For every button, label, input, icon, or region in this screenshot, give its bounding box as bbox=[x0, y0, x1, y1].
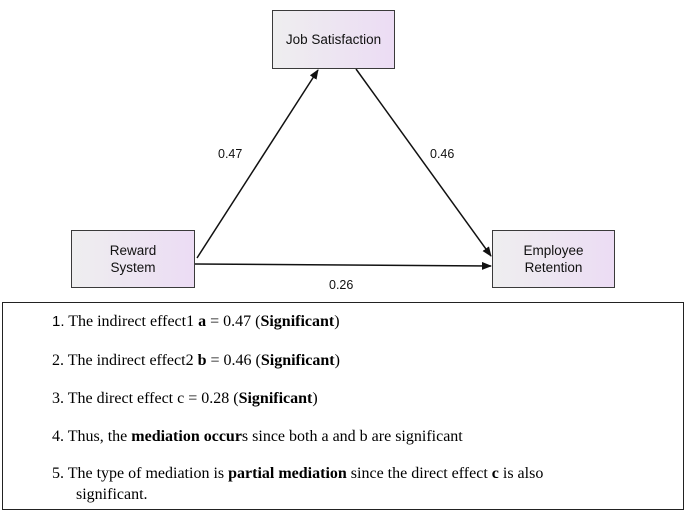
result-line-1-symbol: a bbox=[198, 313, 207, 330]
path-c-coefficient: 0.26 bbox=[329, 278, 354, 292]
result-line-2-value: = 0.46 ( bbox=[206, 352, 261, 369]
node-employee-retention-label-1: Employee bbox=[523, 243, 584, 258]
result-line-1: 1. The indirect effect1 a = 0.47 (Signif… bbox=[52, 313, 340, 331]
result-line-5-emphasis: partial mediation bbox=[228, 465, 347, 482]
node-job-satisfaction-label: Job Satisfaction bbox=[285, 32, 382, 47]
result-line-1-text: The indirect effect1 bbox=[64, 313, 199, 330]
node-employee-retention-label-2: Retention bbox=[524, 260, 583, 275]
node-reward-system-label-1: Reward bbox=[109, 243, 157, 258]
result-line-5-text: 5. The type of mediation is bbox=[52, 465, 229, 482]
mediation-diagram: Job Satisfaction Reward System Employee … bbox=[71, 10, 615, 292]
result-line-3-close: ) bbox=[312, 390, 318, 407]
arrow-reward-to-employee bbox=[194, 261, 492, 270]
result-line-2-close: ) bbox=[334, 352, 340, 369]
node-job-satisfaction: Job Satisfaction bbox=[272, 10, 395, 69]
result-line-5-continuation: significant. bbox=[76, 486, 148, 503]
result-line-4: 4. Thus, the mediation occurs since both… bbox=[52, 428, 463, 446]
result-line-5-rest: is also bbox=[498, 465, 544, 482]
result-line-4-emphasis: mediation occur bbox=[131, 428, 242, 445]
arrow-job-to-employee bbox=[355, 68, 492, 257]
diagram-arrows bbox=[194, 68, 492, 270]
result-line-3-text: 3. The direct effect c = 0.28 ( bbox=[52, 390, 239, 407]
path-b-coefficient: 0.46 bbox=[430, 147, 455, 161]
node-employee-retention: Employee Retention bbox=[492, 230, 615, 288]
result-line-2: 2. The indirect effect2 b = 0.46 (Signif… bbox=[52, 352, 340, 370]
arrow-reward-to-job bbox=[196, 69, 319, 259]
result-line-1-close: ) bbox=[334, 313, 340, 330]
result-line-4-text: 4. Thus, the bbox=[52, 428, 132, 445]
result-line-2-significance: Significant bbox=[260, 352, 335, 369]
node-reward-system-label-2: System bbox=[110, 260, 156, 275]
result-line-1-number: 1. bbox=[52, 313, 65, 330]
results-box: 1. The indirect effect1 a = 0.47 (Signif… bbox=[2, 302, 684, 510]
result-line-2-text: 2. The indirect effect2 bbox=[52, 352, 198, 369]
result-line-5-middle: since the direct effect bbox=[346, 465, 492, 482]
result-line-4-rest: s since both a and b are significant bbox=[241, 428, 463, 445]
result-line-5-symbol: c bbox=[491, 465, 499, 482]
result-line-5: 5. The type of mediation is partial medi… bbox=[52, 465, 543, 483]
result-line-3: 3. The direct effect c = 0.28 (Significa… bbox=[52, 390, 318, 408]
result-line-1-value: = 0.47 ( bbox=[206, 313, 261, 330]
path-a-coefficient: 0.47 bbox=[218, 147, 243, 161]
result-line-1-significance: Significant bbox=[260, 313, 335, 330]
node-reward-system: Reward System bbox=[71, 230, 195, 288]
result-line-2-symbol: b bbox=[197, 352, 207, 369]
result-line-3-significance: Significant bbox=[238, 390, 313, 407]
